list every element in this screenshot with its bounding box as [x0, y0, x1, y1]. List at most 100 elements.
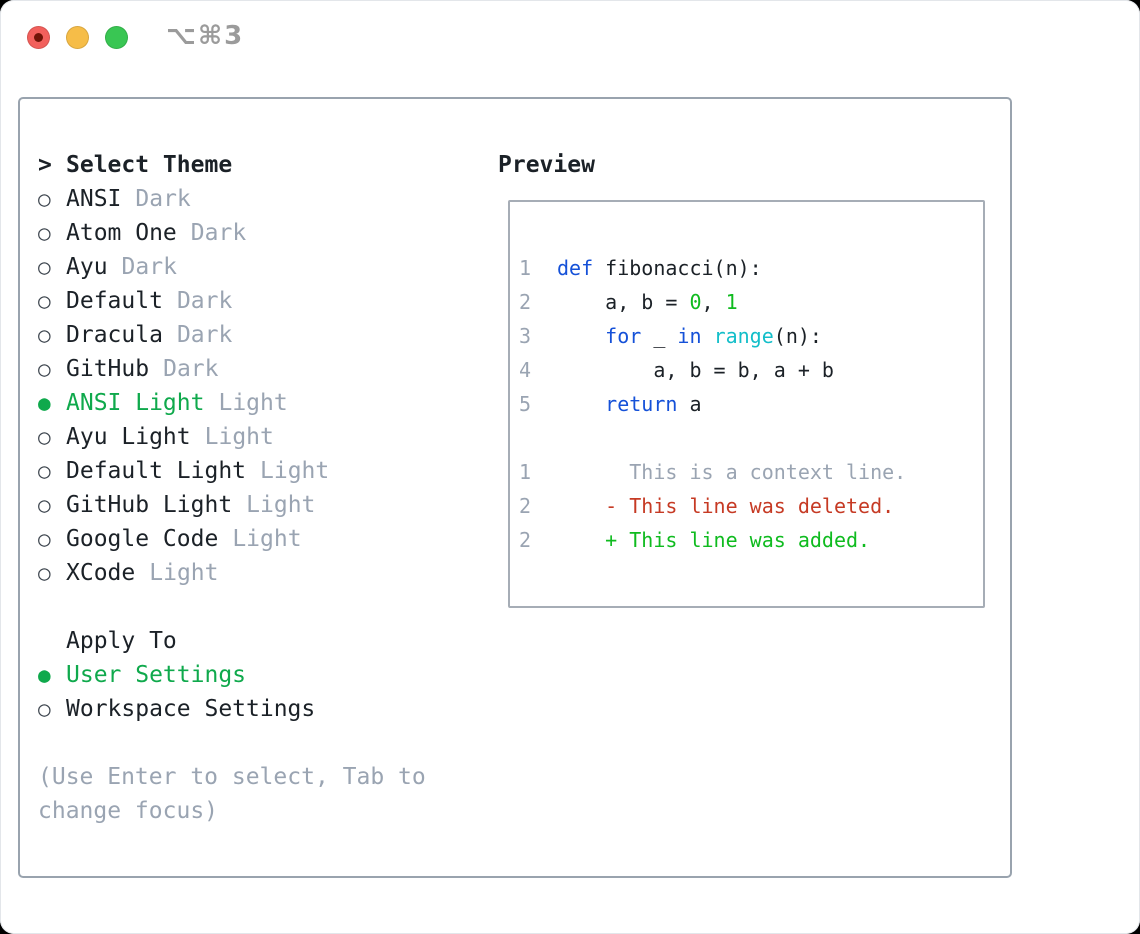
theme-option-github[interactable]: ○ GitHub Dark: [38, 352, 426, 386]
line-content: def fibonacci(n):: [557, 256, 762, 280]
line-number: 2: [519, 494, 532, 518]
line-content: a, b = 0, 1: [557, 290, 738, 314]
option-label: Atom One: [66, 220, 177, 246]
theme-option-google-code[interactable]: ○ Google Code Light: [38, 522, 426, 556]
line-content: This is a context line.: [557, 460, 907, 484]
diff-line: 2 - This line was deleted.: [519, 489, 983, 523]
radio-icon: ○: [38, 221, 51, 245]
variant-tag: Dark: [176, 322, 233, 348]
option-label: GitHub: [66, 356, 150, 382]
apply-option-user-settings[interactable]: ● User Settings: [38, 658, 426, 692]
code-line: 2 a, b = 0, 1: [519, 285, 983, 319]
radio-icon: ○: [38, 323, 51, 347]
preview-heading: Preview: [498, 152, 595, 178]
preview-pane: 1 def fibonacci(n): 2 a, b = 0, 1 3 for _…: [508, 200, 985, 608]
code-preview: 1 def fibonacci(n): 2 a, b = 0, 1 3 for _…: [519, 251, 983, 421]
help-text-line-2: change focus): [38, 798, 219, 824]
spacer: [38, 590, 426, 624]
apply-to-heading-row: Apply To: [38, 624, 426, 658]
line-number: 1: [519, 256, 532, 280]
variant-tag: Dark: [176, 288, 233, 314]
variant-tag: Dark: [163, 356, 219, 382]
variant-tag: Dark: [190, 220, 247, 246]
diff-line: 2 + This line was added.: [519, 523, 983, 557]
radio-icon: ○: [38, 697, 51, 721]
line-content: return a: [605, 392, 702, 416]
code-line: 1 def fibonacci(n):: [519, 251, 983, 285]
prompt-icon: >: [38, 152, 52, 178]
line-content: - This line was deleted.: [557, 494, 895, 518]
window-title: ⌥⌘3: [166, 21, 245, 51]
apply-to-list: ● User Settings ○ Workspace Settings: [38, 658, 426, 726]
option-label: User Settings: [66, 662, 247, 688]
theme-option-github-light[interactable]: ○ GitHub Light Light: [38, 488, 426, 522]
line-content: + This line was added.: [557, 528, 871, 552]
theme-option-ansi[interactable]: ○ ANSI Dark: [38, 182, 426, 216]
variant-tag: Light: [246, 492, 316, 518]
zoom-button[interactable]: [105, 26, 128, 49]
line-content: a, b = b, a + b: [557, 358, 834, 382]
apply-option-workspace-settings[interactable]: ○ Workspace Settings: [38, 692, 426, 726]
option-label: Default: [66, 288, 163, 314]
radio-icon: ○: [38, 187, 51, 211]
variant-tag: Light: [204, 424, 274, 450]
radio-icon: ●: [38, 391, 51, 415]
code-line: 5 return a: [519, 387, 983, 421]
variant-tag: Dark: [121, 254, 177, 280]
line-number: 3: [519, 324, 532, 348]
theme-option-ayu-light[interactable]: ○ Ayu Light Light: [38, 420, 426, 454]
line-number: 4: [519, 358, 532, 382]
code-line: 4 a, b = b, a + b: [519, 353, 983, 387]
variant-tag: Light: [260, 458, 330, 484]
spacer: [38, 726, 426, 760]
option-label: ANSI: [66, 186, 122, 212]
select-theme-heading-row: > Select Theme: [38, 148, 426, 182]
theme-option-default-light[interactable]: ○ Default Light Light: [38, 454, 426, 488]
variant-tag: Light: [149, 560, 219, 586]
option-label: Ayu: [66, 254, 108, 280]
radio-icon: ○: [38, 255, 51, 279]
line-content: for _ in range(n):: [605, 324, 822, 348]
radio-icon: ○: [38, 527, 51, 551]
line-number: 2: [519, 290, 532, 314]
apply-to-heading: Apply To: [66, 628, 177, 654]
radio-icon: ○: [38, 493, 51, 517]
radio-icon: ○: [38, 561, 51, 585]
line-number: 5: [519, 392, 532, 416]
theme-option-dracula[interactable]: ○ Dracula Dark: [38, 318, 426, 352]
diff-preview: 1 This is a context line. 2 - This line …: [519, 455, 983, 557]
theme-option-atom-one[interactable]: ○ Atom One Dark: [38, 216, 426, 250]
option-label: Ayu Light: [66, 424, 191, 450]
line-number: 2: [519, 528, 532, 552]
line-number: 1: [519, 460, 532, 484]
help-text-line-1: (Use Enter to select, Tab to: [38, 764, 426, 790]
code-line: 3 for _ in range(n):: [519, 319, 983, 353]
spacer: [519, 421, 983, 455]
option-label: Workspace Settings: [66, 696, 316, 722]
theme-option-xcode[interactable]: ○ XCode Light: [38, 556, 426, 590]
variant-tag: Dark: [135, 186, 191, 212]
theme-option-default[interactable]: ○ Default Dark: [38, 284, 426, 318]
option-label: Google Code: [66, 526, 219, 552]
variant-tag: Light: [218, 390, 288, 416]
close-button[interactable]: [27, 26, 50, 49]
option-label: Default Light: [66, 458, 247, 484]
option-label: GitHub Light: [66, 492, 233, 518]
radio-icon: ○: [38, 459, 51, 483]
radio-icon: ○: [38, 289, 51, 313]
select-theme-heading: Select Theme: [66, 152, 233, 178]
minimize-button[interactable]: [66, 26, 89, 49]
window-titlebar: ⌥⌘3: [0, 0, 1140, 97]
radio-icon: ●: [38, 663, 51, 687]
variant-tag: Light: [232, 526, 302, 552]
option-label: XCode: [66, 560, 136, 586]
radio-icon: ○: [38, 357, 51, 381]
option-label: Dracula: [66, 322, 163, 348]
theme-option-ayu[interactable]: ○ Ayu Dark: [38, 250, 426, 284]
radio-icon: ○: [38, 425, 51, 449]
